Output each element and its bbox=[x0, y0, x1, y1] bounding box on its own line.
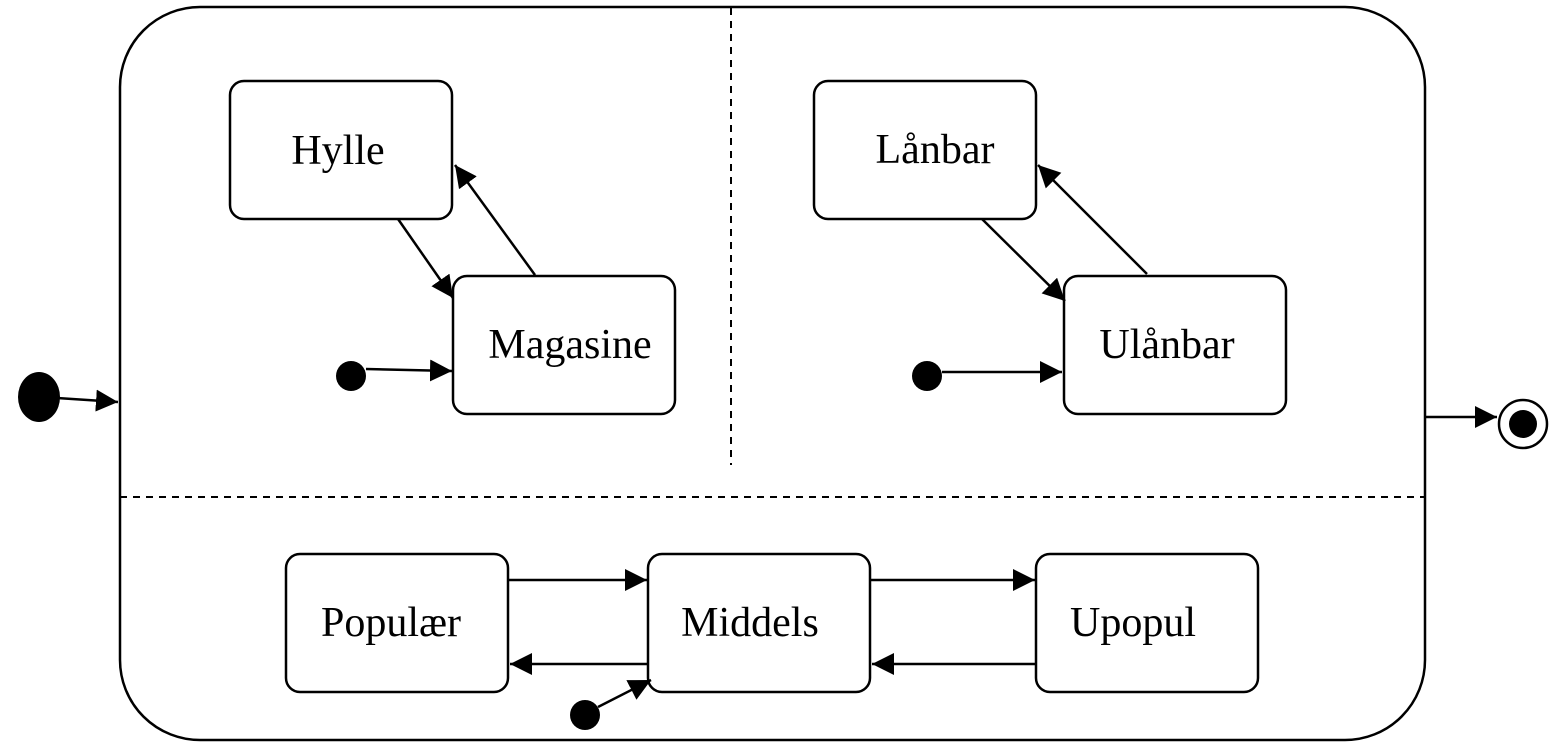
region3-initial-transition bbox=[597, 678, 652, 709]
transition-hylle-to-magasine bbox=[396, 218, 455, 299]
state-middels bbox=[646, 552, 872, 694]
state-upopul-label: Upopul bbox=[1070, 600, 1196, 646]
state-upopul bbox=[1034, 552, 1260, 694]
state-populaer-label: Populær bbox=[321, 600, 461, 646]
state-hylle-label: Hylle bbox=[291, 128, 384, 174]
outer-entry-transition bbox=[56, 389, 119, 412]
state-ulaanbar bbox=[1062, 274, 1288, 416]
state-magasine bbox=[451, 274, 677, 416]
transition-magasine-to-hylle bbox=[453, 164, 537, 276]
transition-ulaanbar-to-laanbar bbox=[1037, 164, 1148, 275]
state-laanbar bbox=[812, 79, 1038, 221]
final-state-dot bbox=[1509, 410, 1537, 438]
state-magasine-label: Magasine bbox=[488, 322, 651, 368]
state-laanbar-label: Lånbar bbox=[876, 127, 995, 173]
outer-initial-state bbox=[18, 372, 60, 422]
state-ulaanbar-label: Ulånbar bbox=[1099, 322, 1234, 368]
region2-initial-state bbox=[912, 361, 942, 391]
region1-initial-state bbox=[336, 361, 366, 391]
region1-initial-transition bbox=[365, 359, 453, 382]
transition-laanbar-to-ulaanbar bbox=[981, 218, 1066, 302]
state-populaer bbox=[284, 552, 510, 694]
composite-state bbox=[118, 5, 1427, 742]
region3-initial-state bbox=[570, 700, 600, 730]
state-hylle bbox=[228, 79, 454, 221]
state-middels-label: Middels bbox=[681, 600, 819, 646]
